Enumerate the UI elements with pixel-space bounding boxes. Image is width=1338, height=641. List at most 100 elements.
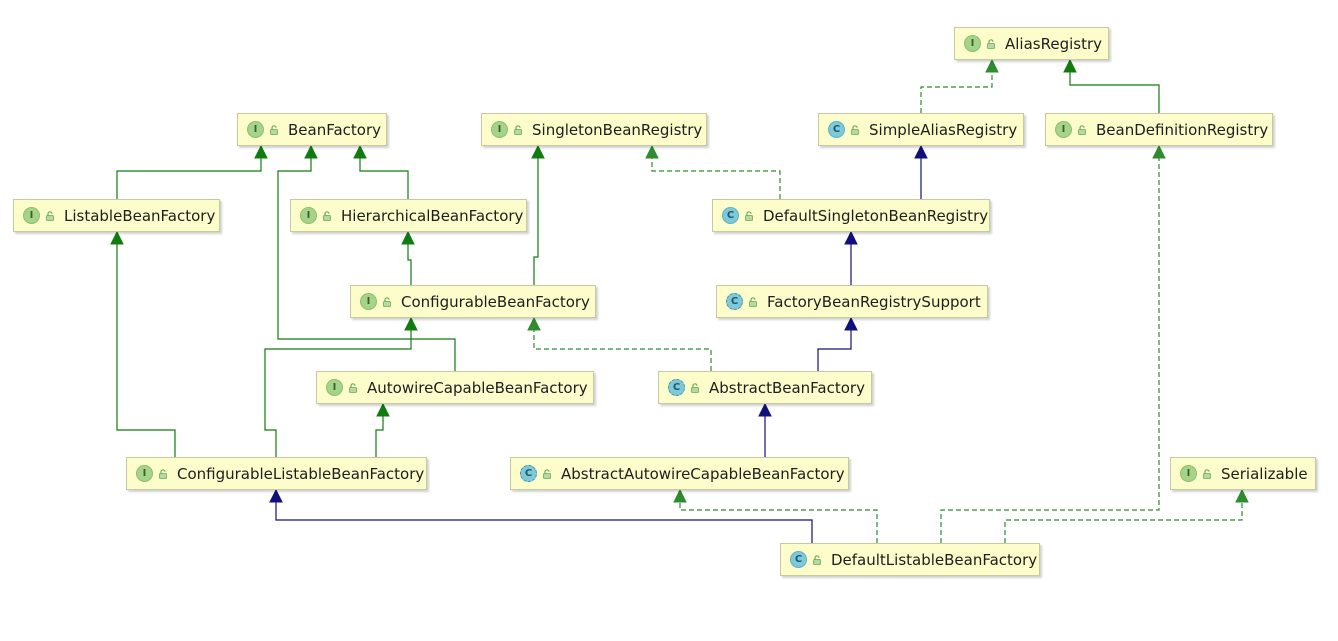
public-lock-icon (349, 382, 357, 393)
node-label: Serializable (1221, 464, 1308, 483)
node-factory-bean-registry-support[interactable]: C FactoryBeanRegistrySupport (716, 285, 988, 318)
public-lock-icon (514, 124, 522, 135)
edge-simple-alias-registry-to-alias-registry (920, 58, 999, 113)
arrowhead-icon (844, 230, 858, 245)
arrowhead-icon (110, 230, 124, 245)
node-label: AbstractBeanFactory (709, 378, 865, 397)
interface-icon: I (1180, 465, 1197, 482)
arrowhead-icon (254, 144, 268, 159)
public-lock-icon (159, 468, 167, 479)
interface-icon: I (326, 379, 343, 396)
node-default-listable-bean-factory[interactable]: C DefaultListableBeanFactory (780, 543, 1040, 576)
node-label: BeanDefinitionRegistry (1096, 120, 1269, 139)
public-lock-icon (987, 38, 995, 49)
class-icon: C (828, 121, 845, 138)
interface-icon: I (23, 207, 40, 224)
arrowhead-icon (844, 316, 858, 331)
node-label: ConfigurableBeanFactory (401, 292, 590, 311)
arrowhead-icon (304, 144, 318, 159)
edge-bean-definition-registry-to-alias-registry (1063, 58, 1160, 113)
arrowhead-icon (353, 144, 367, 159)
public-lock-icon (1078, 124, 1086, 135)
interface-icon: I (300, 207, 317, 224)
edge-line (277, 158, 456, 371)
arrowhead-icon (673, 488, 687, 503)
edge-line (264, 330, 412, 457)
public-lock-icon (1203, 468, 1211, 479)
interface-icon: I (1055, 121, 1072, 138)
node-label: DefaultSingletonBeanRegistry (763, 206, 989, 225)
edge-line (1004, 502, 1243, 543)
node-configurable-bean-factory[interactable]: I ConfigurableBeanFactory (350, 285, 596, 318)
node-label: BeanFactory (288, 120, 382, 139)
edge-default-listable-bean-factory-to-configurable-listable-bean-factory (940, 144, 1166, 543)
public-lock-icon (46, 210, 54, 221)
edge-line (359, 158, 409, 199)
node-simple-alias-registry[interactable]: C SimpleAliasRegistry (818, 113, 1024, 146)
edge-abstract-bean-factory-to-configurable-bean-factory (527, 316, 712, 371)
abstract-class-icon: C (726, 293, 743, 310)
arrowhead-icon (985, 58, 999, 73)
edge-default-singleton-bean-registry-to-singleton-bean-registry (645, 144, 781, 199)
edge-line (1069, 72, 1160, 113)
class-icon: C (790, 551, 807, 568)
node-serializable[interactable]: I Serializable (1170, 457, 1316, 490)
edge-default-listable-bean-factory-to-abstract-autowire-capable-bean-factory (269, 488, 813, 543)
interface-icon: I (136, 465, 153, 482)
node-bean-definition-registry[interactable]: I BeanDefinitionRegistry (1045, 113, 1273, 146)
node-label: FactoryBeanRegistrySupport (767, 292, 981, 311)
public-lock-icon (813, 554, 821, 565)
edge-factory-bean-registry-support-to-default-singleton-bean-registry (844, 230, 858, 285)
arrowhead-icon (1152, 144, 1166, 159)
public-lock-icon (383, 296, 391, 307)
arrowhead-icon (914, 144, 928, 159)
edge-line (817, 330, 852, 371)
node-label: AutowireCapableBeanFactory (367, 378, 588, 397)
node-label: AbstractAutowireCapableBeanFactory (561, 464, 845, 483)
node-autowire-capable-bean-factory[interactable]: I AutowireCapableBeanFactory (316, 371, 594, 404)
public-lock-icon (270, 124, 278, 135)
interface-icon: I (491, 121, 508, 138)
node-singleton-bean-registry[interactable]: I SingletonBeanRegistry (481, 113, 707, 146)
edge-line (940, 158, 1160, 543)
edge-line (679, 502, 878, 543)
arrowhead-icon (758, 402, 772, 417)
arrowhead-icon (401, 230, 415, 245)
edge-configurable-bean-factory-to-singleton-bean-registry (531, 144, 545, 285)
node-label: SingletonBeanRegistry (532, 120, 703, 139)
node-label: DefaultListableBeanFactory (831, 550, 1038, 569)
public-lock-icon (543, 468, 551, 479)
edge-configurable-listable-bean-factory-to-configurable-bean-factory (264, 316, 418, 457)
arrowhead-icon (269, 488, 283, 503)
edge-configurable-bean-factory-to-hierarchical-bean-factory (401, 230, 415, 285)
interface-icon: I (360, 293, 377, 310)
public-lock-icon (749, 296, 757, 307)
edge-configurable-listable-bean-factory-to-listable-bean-factory (110, 230, 176, 457)
arrowhead-icon (404, 316, 418, 331)
edge-line (407, 244, 412, 285)
node-label: HierarchicalBeanFactory (341, 206, 524, 225)
edge-line (920, 72, 993, 113)
arrowhead-icon (376, 402, 390, 417)
edge-hierarchical-bean-factory-to-bean-factory (353, 144, 409, 199)
edge-line (116, 158, 262, 199)
node-hierarchical-bean-factory[interactable]: I HierarchicalBeanFactory (290, 199, 527, 232)
edge-configurable-listable-bean-factory-to-autowire-capable-bean-factory (375, 402, 390, 457)
node-default-singleton-bean-registry[interactable]: C DefaultSingletonBeanRegistry (712, 199, 990, 232)
edge-abstract-bean-factory-to-factory-bean-registry-support (817, 316, 858, 371)
public-lock-icon (745, 210, 753, 221)
public-lock-icon (691, 382, 699, 393)
node-label: SimpleAliasRegistry (869, 120, 1018, 139)
node-bean-factory[interactable]: I BeanFactory (237, 113, 387, 146)
class-icon: C (722, 207, 739, 224)
edge-abstract-autowire-capable-bean-factory-to-abstract-bean-factory (758, 402, 772, 457)
interface-icon: I (247, 121, 264, 138)
edge-line (533, 158, 539, 285)
